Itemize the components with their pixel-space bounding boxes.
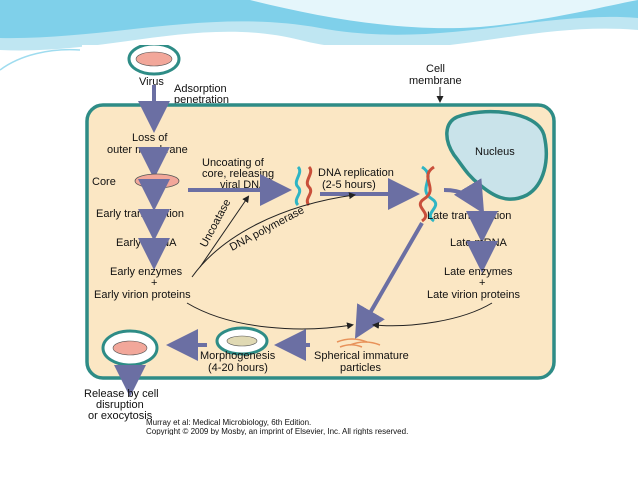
nucleus-shape [445, 109, 548, 201]
late-enzymes-label: Late enzymes [444, 266, 513, 278]
penetration-label: penetration [174, 94, 229, 106]
credit-line2: Copyright © 2009 by Mosby, an imprint of… [146, 427, 408, 435]
cell-membrane-label-line2: membrane [409, 75, 462, 87]
viral-replication-diagram: Virus Adsorption penetration Cell membra… [84, 42, 556, 436]
to-late-transcription-arrow [443, 178, 485, 214]
virus-particle-icon [127, 42, 181, 76]
dna-replication-time-label: (2-5 hours) [322, 179, 376, 191]
early-enzymes-label: Early enzymes [110, 266, 183, 278]
spherical-particles-icon [336, 338, 381, 348]
early-transcription-label: Early transcription [96, 208, 184, 220]
release-label-line3: or exocytosis [88, 410, 153, 422]
diagram-panel: Virus Adsorption penetration Cell membra… [82, 42, 558, 436]
early-virion-proteins-label: Early virion proteins [94, 289, 191, 301]
replication-to-particles-arrow [354, 221, 424, 339]
spherical-particles-label: Spherical immature [314, 350, 409, 362]
core-label: Core [92, 176, 116, 188]
uncoating-label-line1: Uncoating of [202, 157, 265, 169]
uncoatase-arrow [199, 195, 250, 268]
late-plus-label: + [479, 277, 485, 289]
dna-polymerase-arrow [191, 192, 356, 278]
virus-label: Virus [139, 76, 164, 88]
morphogenesis-label: Morphogenesis [200, 350, 276, 362]
release-label-line1: Release by cell [84, 388, 159, 400]
early-mrna-label: Early mRNA [116, 237, 177, 249]
late-mrna-label: Late mRNA [450, 237, 508, 249]
nucleus-label: Nucleus [475, 146, 515, 158]
uncoating-label-line2: core, releasing [202, 168, 274, 180]
cell-membrane-label-line1: Cell [426, 63, 445, 75]
released-virion-icon [101, 329, 159, 367]
dna-replication-label: DNA replication [318, 167, 394, 179]
maturing-virion-core [226, 335, 258, 347]
core-icon [134, 173, 180, 189]
morphogenesis-time-label: (4-20 hours) [208, 362, 268, 374]
late-transcription-label: Late transcription [427, 210, 511, 222]
credit-line1: Murray et al: Medical Microbiology, 6th … [146, 418, 311, 427]
loss-outer-label-line1: Loss of [132, 132, 168, 144]
adsorption-label: Adsorption [174, 83, 227, 95]
host-cell [85, 103, 556, 380]
late-proteins-to-assembly-arrow [372, 302, 493, 329]
late-virion-proteins-label: Late virion proteins [427, 289, 520, 301]
early-plus-label: + [151, 277, 157, 289]
spherical-particles-label-line2: particles [340, 362, 381, 374]
release-label-line2: disruption [96, 399, 144, 411]
early-proteins-to-assembly-arrow [186, 302, 354, 330]
replicated-dna-helix-icon [418, 165, 438, 223]
viral-dna-strands-icon [294, 165, 313, 207]
loss-outer-label-line2: outer membrane [107, 144, 188, 156]
